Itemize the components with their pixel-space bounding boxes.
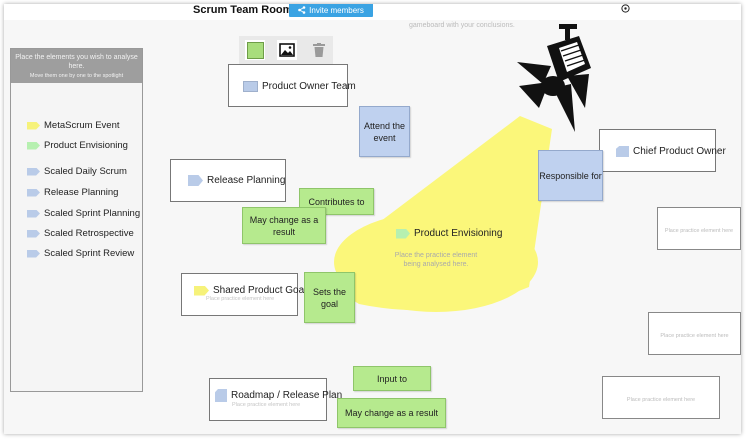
blue-tag-icon — [243, 81, 258, 92]
card-chief-product-owner[interactable]: Chief Product Owner — [599, 129, 726, 172]
panel-item-label: Product Envisioning — [44, 140, 128, 151]
blue-tag-icon — [27, 229, 40, 238]
sticky-note-icon — [246, 41, 264, 59]
blue-tag-icon — [27, 167, 40, 176]
empty-card-slot[interactable]: Place practice element here — [602, 376, 720, 419]
card-shared-product-goal[interactable]: Shared Product Goal Place practice eleme… — [181, 273, 306, 316]
blue-tag-icon — [215, 389, 227, 402]
green-tag-icon — [27, 141, 40, 150]
card-release-planning[interactable]: Release Planning — [170, 159, 286, 202]
delete-button[interactable] — [309, 40, 329, 60]
panel-item-label: Scaled Sprint Review — [44, 248, 135, 259]
card-label: Chief Product Owner — [633, 146, 726, 157]
spotlight-placeholder: Place the practice element being analyse… — [394, 252, 478, 268]
panel-item-scaled-sprint-planning[interactable]: Scaled Sprint Planning — [27, 208, 140, 219]
blue-tag-icon — [27, 188, 40, 197]
panel-header: Place the elements you wish to analyse h… — [11, 49, 142, 83]
share-icon — [298, 6, 306, 14]
spotlight-lamp-icon — [517, 24, 591, 132]
blue-tag-icon — [27, 249, 40, 258]
panel-item-label: MetaScrum Event — [44, 120, 120, 131]
spotlight-element-label: Product Envisioning — [414, 228, 503, 239]
panel-heading: Place the elements you wish to analyse h… — [15, 54, 138, 70]
settings-icon[interactable] — [620, 4, 630, 14]
empty-card-slot[interactable]: Place practice element here — [657, 207, 741, 250]
panel-item-label: Scaled Retrospective — [44, 228, 134, 239]
green-tag-icon — [396, 228, 410, 239]
spotlight-graphic — [334, 24, 591, 312]
empty-card-placeholder: Place practice element here — [660, 333, 729, 339]
empty-card-slot[interactable]: Place practice element here — [648, 312, 741, 355]
top-bar: Scrum Team Room Invite members — [4, 4, 741, 20]
panel-item-scaled-retrospective[interactable]: Scaled Retrospective — [27, 228, 134, 239]
add-image-button[interactable] — [277, 40, 297, 60]
yellow-tag-icon — [194, 285, 209, 296]
empty-card-placeholder: Place practice element here — [626, 397, 696, 403]
spotlight-element[interactable]: Product Envisioning — [396, 228, 502, 239]
canvas-hint: gameboard with your conclusions. — [409, 22, 515, 29]
card-placeholder: Place practice element here — [206, 296, 275, 302]
yellow-tag-icon — [27, 121, 40, 130]
blue-tag-icon — [27, 209, 40, 218]
card-label: Product Owner Team — [262, 81, 356, 92]
panel-item-metascrum-event[interactable]: MetaScrum Event — [27, 120, 120, 131]
note-may-change-as-a-result-2[interactable]: May change as a result — [337, 398, 446, 428]
panel-item-release-planning[interactable]: Release Planning — [27, 187, 118, 198]
card-roadmap-release-plan[interactable]: Roadmap / Release Plan Place practice el… — [209, 378, 342, 421]
elements-panel[interactable]: Place the elements you wish to analyse h… — [10, 48, 143, 392]
card-label: Roadmap / Release Plan — [231, 390, 343, 401]
trash-icon — [313, 43, 325, 57]
note-sets-the-goal[interactable]: Sets the goal — [304, 272, 355, 323]
panel-item-product-envisioning[interactable]: Product Envisioning — [27, 140, 128, 151]
blue-tag-icon — [616, 146, 629, 157]
spotlight-pool — [334, 212, 538, 312]
panel-item-label: Scaled Daily Scrum — [44, 166, 127, 177]
panel-item-label: Release Planning — [44, 187, 119, 198]
blue-tag-icon — [188, 175, 203, 186]
add-sticky-button[interactable] — [245, 40, 265, 60]
note-attend-the-event[interactable]: Attend the event — [359, 106, 410, 157]
card-label: Release Planning — [207, 175, 286, 186]
panel-item-label: Scaled Sprint Planning — [44, 208, 141, 219]
image-icon — [279, 43, 295, 57]
panel-subheading: Move them one by one to the spotlight — [29, 73, 124, 79]
note-input-to[interactable]: Input to — [353, 366, 431, 391]
canvas-toolbar — [239, 36, 333, 64]
room-title: Scrum Team Room — [193, 4, 293, 16]
note-may-change-as-a-result[interactable]: May change as a result — [242, 207, 326, 244]
invite-members-label: Invite members — [309, 5, 364, 15]
panel-item-scaled-sprint-review[interactable]: Scaled Sprint Review — [27, 248, 134, 259]
panel-item-scaled-daily-scrum[interactable]: Scaled Daily Scrum — [27, 166, 127, 177]
card-label: Shared Product Goal — [213, 285, 307, 296]
app-window: Scrum Team Room Invite members gameboard… — [4, 4, 741, 434]
invite-members-button[interactable]: Invite members — [289, 4, 373, 17]
card-product-owner-team[interactable]: Product Owner Team — [228, 64, 356, 107]
note-responsible-for[interactable]: Responsible for — [538, 150, 603, 201]
card-placeholder: Place practice element here — [232, 402, 301, 408]
empty-card-placeholder: Place practice element here — [664, 228, 734, 234]
